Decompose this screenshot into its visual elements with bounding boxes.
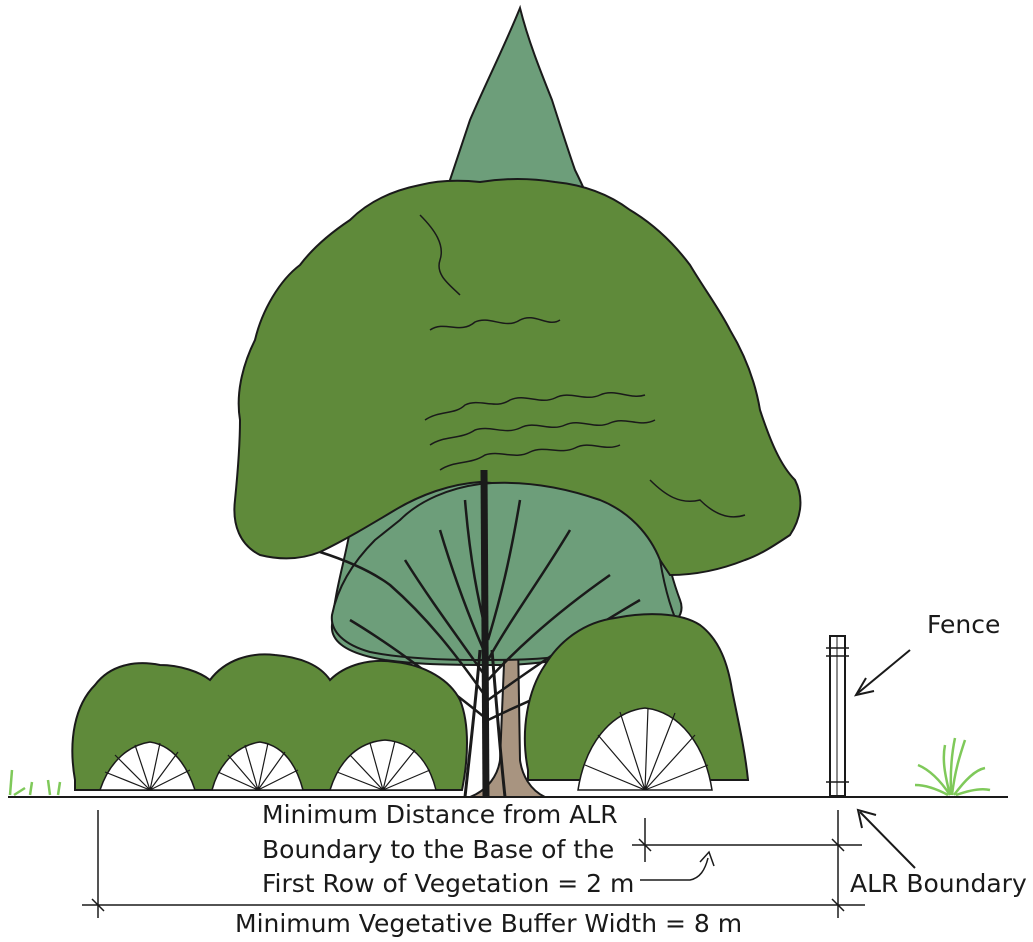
alr-boundary-arrow [858,810,915,868]
fence-arrow [856,650,910,695]
alr-boundary-label: ALR Boundary [850,869,1027,898]
min-distance-label-line-3: First Row of Vegetation = 2 m [262,869,634,898]
grass-tuft-left [10,770,60,795]
min-distance-label-line-2: Boundary to the Base of the [262,835,614,864]
fence-post [826,636,849,796]
buffer-width-label: Minimum Vegetative Buffer Width = 8 m [235,909,742,938]
fence-label: Fence [927,610,1000,639]
shrub-row-left [72,654,467,790]
min-distance-label-line-1: Minimum Distance from ALR [262,800,618,829]
grass-tuft-right [915,738,990,795]
